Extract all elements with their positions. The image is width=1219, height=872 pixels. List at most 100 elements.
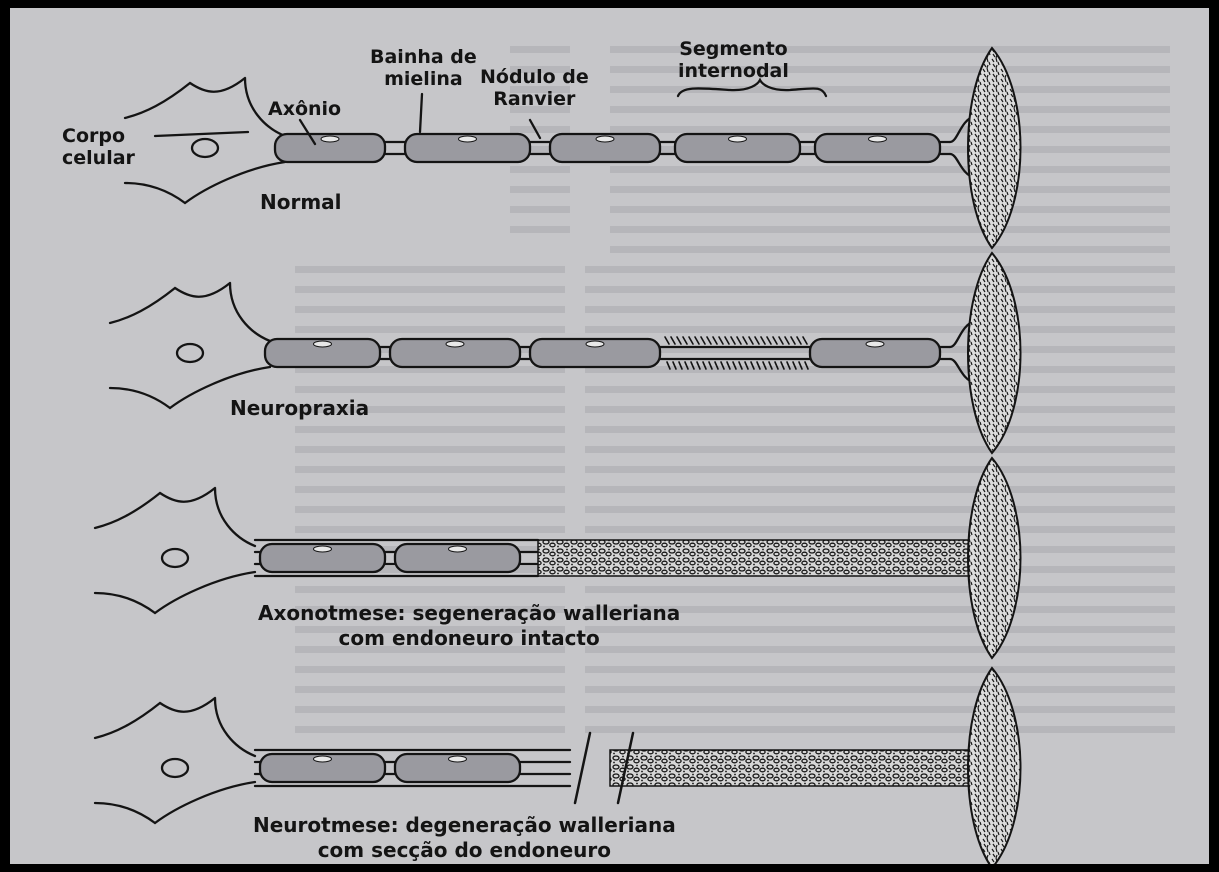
label-corpo-celular-line1: Corpo xyxy=(62,125,135,147)
caption-neurotmese-line2: com secção do endoneuro xyxy=(253,838,676,863)
demyelination-mark xyxy=(739,362,742,369)
schwann-nucleus xyxy=(866,341,884,347)
soma-outline xyxy=(125,78,285,203)
demyelination-mark xyxy=(781,362,784,369)
demyelination-mark xyxy=(731,337,735,344)
demyelination-mark xyxy=(745,362,748,369)
demyelination-mark xyxy=(733,362,736,369)
caption-neurotmese: Neurotmese: degeneração walleriana com s… xyxy=(253,813,676,863)
pointer-corpo-celular xyxy=(155,132,248,136)
demyelination-mark xyxy=(805,362,808,369)
demyelination-mark xyxy=(799,362,802,369)
demyelination-mark xyxy=(791,337,795,344)
demyelination-mark xyxy=(703,362,706,369)
wallerian-debris xyxy=(610,750,972,786)
schwann-nucleus xyxy=(449,546,467,552)
nucleus xyxy=(192,139,218,157)
schwann-nucleus xyxy=(729,136,747,142)
demyelination-mark xyxy=(725,337,729,344)
schwann-nucleus xyxy=(596,136,614,142)
demyelination-mark xyxy=(803,337,807,344)
demyelination-mark xyxy=(691,362,694,369)
wallerian-debris xyxy=(538,540,972,576)
caption-normal-line1: Normal xyxy=(260,190,342,215)
demyelination-mark xyxy=(719,337,723,344)
demyelination-mark xyxy=(767,337,771,344)
label-segmento-line2: internodal xyxy=(678,60,789,82)
label-segmento-internodal: Segmento internodal xyxy=(678,38,789,82)
schwann-nucleus xyxy=(314,756,332,762)
demyelination-mark xyxy=(787,362,790,369)
schwann-nucleus xyxy=(586,341,604,347)
muscle-fiber xyxy=(968,48,1021,248)
muscle-fiber xyxy=(968,253,1021,453)
demyelination-mark xyxy=(755,337,759,344)
schwann-nucleus xyxy=(314,341,332,347)
label-axonio: Axônio xyxy=(268,98,341,120)
label-bainha-line2: mielina xyxy=(370,68,477,90)
demyelination-mark xyxy=(763,362,766,369)
label-corpo-celular-line2: celular xyxy=(62,147,135,169)
caption-axonotmese: Axonotmese: segeneração walleriana com e… xyxy=(258,601,680,651)
demyelination-mark xyxy=(751,362,754,369)
label-bainha-de-mielina: Bainha de mielina xyxy=(370,46,477,90)
demyelination-mark xyxy=(695,337,699,344)
demyelination-mark xyxy=(797,337,801,344)
pointer-nodulo xyxy=(530,120,540,138)
demyelination-mark xyxy=(727,362,730,369)
soma-outline xyxy=(110,283,270,408)
demyelination-mark xyxy=(793,362,796,369)
demyelination-mark xyxy=(785,337,789,344)
demyelination-mark xyxy=(743,337,747,344)
schwann-nucleus xyxy=(314,546,332,552)
soma-outline xyxy=(95,488,255,613)
muscle-fiber xyxy=(968,668,1021,864)
pointer-bainha xyxy=(420,94,422,132)
demyelination-mark xyxy=(779,337,783,344)
demyelination-mark xyxy=(715,362,718,369)
label-corpo-celular: Corpo celular xyxy=(62,125,135,169)
demyelination-mark xyxy=(775,362,778,369)
demyelination-mark xyxy=(665,337,669,344)
label-bainha-line1: Bainha de xyxy=(370,46,477,68)
section-cut-mark xyxy=(575,733,590,803)
demyelination-mark xyxy=(671,337,675,344)
demyelination-mark xyxy=(737,337,741,344)
demyelination-mark xyxy=(683,337,687,344)
demyelination-mark xyxy=(685,362,688,369)
book-page: Corpo celular Axônio Bainha de mielina N… xyxy=(10,8,1209,864)
caption-axonotmese-line1: Axonotmese: segeneração walleriana xyxy=(258,601,680,626)
demyelination-mark xyxy=(761,337,765,344)
soma-outline xyxy=(95,698,255,823)
nucleus xyxy=(162,549,188,567)
muscle-fiber xyxy=(968,458,1021,658)
label-nodulo-line1: Nódulo de xyxy=(480,66,589,88)
neuron-neuropraxia xyxy=(110,253,1021,453)
demyelination-mark xyxy=(721,362,724,369)
caption-neuropraxia-line1: Neuropraxia xyxy=(230,396,369,421)
caption-neuropraxia: Neuropraxia xyxy=(230,396,369,421)
nucleus xyxy=(162,759,188,777)
label-nodulo-line2: Ranvier xyxy=(480,88,589,110)
schwann-nucleus xyxy=(869,136,887,142)
demyelination-mark xyxy=(769,362,772,369)
demyelination-mark xyxy=(709,362,712,369)
nerve-injury-figure xyxy=(10,8,1209,864)
nucleus xyxy=(177,344,203,362)
label-segmento-line1: Segmento xyxy=(678,38,789,60)
demyelination-mark xyxy=(679,362,682,369)
demyelination-mark xyxy=(757,362,760,369)
label-nodulo-de-ranvier: Nódulo de Ranvier xyxy=(480,66,589,110)
demyelination-mark xyxy=(667,362,670,369)
caption-axonotmese-line2: com endoneuro intacto xyxy=(258,626,680,651)
demyelination-mark xyxy=(707,337,711,344)
demyelination-mark xyxy=(689,337,693,344)
demyelination-mark xyxy=(773,337,777,344)
demyelination-mark xyxy=(673,362,676,369)
caption-normal: Normal xyxy=(260,190,342,215)
demyelination-mark xyxy=(701,337,705,344)
demyelination-mark xyxy=(713,337,717,344)
demyelination-mark xyxy=(697,362,700,369)
demyelination-mark xyxy=(749,337,753,344)
caption-neurotmese-line1: Neurotmese: degeneração walleriana xyxy=(253,813,676,838)
